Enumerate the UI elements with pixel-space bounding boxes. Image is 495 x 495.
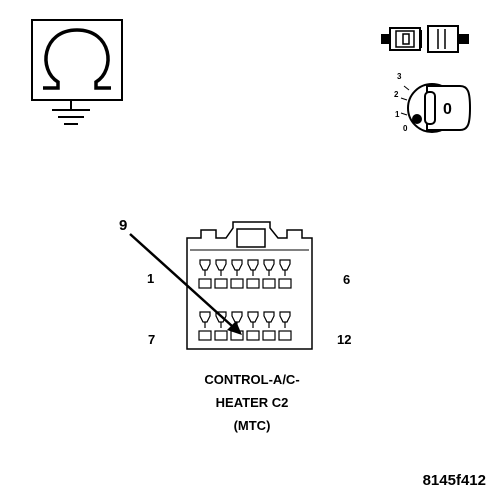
pin-callout-label: 9 xyxy=(119,217,127,234)
caption-line-3: (MTC) xyxy=(234,418,271,433)
terminal-cavity-11 xyxy=(262,311,276,341)
terminal-cavity-10 xyxy=(246,311,260,341)
terminal-cavity-7 xyxy=(198,311,212,341)
pin-callout-arrowhead xyxy=(227,321,242,335)
terminal-cavity-12 xyxy=(278,311,292,341)
terminal-cavity-4 xyxy=(246,259,260,289)
pin-label-12: 12 xyxy=(337,332,351,347)
ignition-position-2: 2 xyxy=(394,90,399,99)
pin-label-1: 1 xyxy=(147,271,154,286)
terminal-cavity-1 xyxy=(198,259,212,289)
figure-id: 8145f412 xyxy=(423,472,486,489)
pin-label-6: 6 xyxy=(343,272,350,287)
terminal-cavity-2 xyxy=(214,259,228,289)
ignition-key-icon xyxy=(400,83,472,133)
terminal-row-top xyxy=(198,259,292,289)
terminal-cavity-3 xyxy=(230,259,244,289)
ignition-position-3: 3 xyxy=(397,72,402,81)
terminal-cavity-5 xyxy=(262,259,276,289)
caption-line-2: HEATER C2 xyxy=(216,395,289,410)
pin-label-7: 7 xyxy=(148,332,155,347)
pin-callout-arrow xyxy=(129,233,233,327)
terminal-row-bottom xyxy=(198,311,292,341)
connector-c2 xyxy=(186,221,313,350)
ignition-position-0: 0 xyxy=(403,124,408,133)
ignition-position-1: 1 xyxy=(395,110,400,119)
ohmmeter-ground-icon xyxy=(31,19,123,125)
key-label: 0 xyxy=(443,101,452,118)
caption-line-1: CONTROL-A/C- xyxy=(204,372,299,387)
terminal-cavity-6 xyxy=(278,259,292,289)
connector-latch xyxy=(236,228,266,248)
connector-disconnect-icon xyxy=(381,25,469,53)
